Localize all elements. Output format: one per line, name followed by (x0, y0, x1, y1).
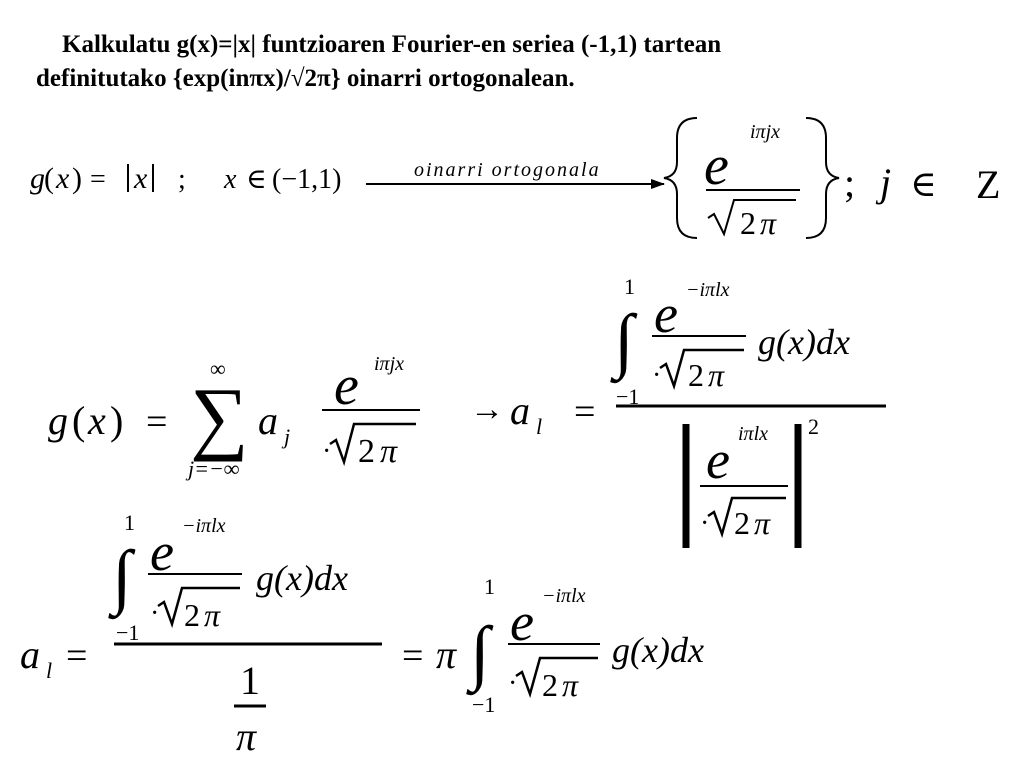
series-root-sign (329, 422, 416, 467)
final-root-sign (515, 656, 598, 699)
num-integral-upper: 1 (624, 274, 635, 299)
orthogonal-basis-arrow: oinarri ortogonala (366, 159, 665, 189)
problem-statement: Kalkulatu g(x)=|x| funtzioaren Fourier-e… (36, 28, 996, 96)
implies-arrow: → (470, 391, 504, 428)
element-of-sign-2: ∈ (910, 164, 937, 204)
series-paren-open: ( (72, 398, 85, 443)
num-integral-lower: −1 (616, 384, 639, 409)
x-symbol: x (55, 162, 70, 195)
problem-statement-line-2: definitutako {exp(inπx)/√2π} oinarri ort… (36, 65, 575, 92)
coef-equals: = (574, 391, 595, 433)
coefficient-simplification: a l = 1 ∫ −1 e −iπlx · 2 π g(x)dx 1 π = … (20, 510, 704, 759)
brace-right (805, 117, 840, 239)
res-exponent: −iπlx (182, 515, 226, 537)
num-dot: · (652, 360, 661, 391)
basis-pi: π (760, 205, 777, 241)
result-equals: = (66, 635, 87, 677)
element-of-sign: ∈ (246, 164, 267, 195)
equals-sign: = (90, 164, 106, 195)
series-pi: π (380, 433, 398, 470)
abs-x-symbol: x (133, 162, 148, 195)
final-pi: π (562, 667, 579, 703)
paren-close: ) (72, 162, 82, 195)
num-root-sign (659, 348, 744, 391)
final-e: e (510, 592, 534, 652)
sum-lower-limit: j=−∞ (185, 456, 240, 481)
res-pi: π (204, 597, 221, 633)
res-root-sign (157, 586, 240, 629)
final-exponent: −iπlx (542, 585, 586, 607)
res-den-one: 1 (240, 658, 260, 703)
basis-set: e iπjx 2 π ; j ∈ Z (663, 117, 1000, 241)
res-integral-sign: ∫ (108, 536, 136, 620)
num-exponent: −iπlx (686, 279, 730, 301)
sum-upper-limit: ∞ (210, 356, 226, 381)
series-exponent: iπjx (374, 353, 404, 375)
series-dot: · (322, 436, 331, 467)
res-integral-lower: −1 (116, 620, 139, 645)
series-x-symbol: x (87, 398, 106, 443)
final-integral-lower: −1 (472, 692, 495, 717)
series-g-symbol: g (48, 398, 68, 443)
final-dot: · (508, 668, 517, 699)
domain-interval: (−1,1) (272, 164, 341, 195)
coefficient-definition: → a l = 1 ∫ −1 e −iπlx · 2 π g(x)dx e iπ… (470, 274, 886, 548)
res-e: e (150, 522, 174, 582)
final-integral-upper: 1 (484, 574, 495, 599)
fourier-series-expansion: g ( x ) = ∞ ∑ j=−∞ a j e iπjx · 2 π (48, 353, 420, 481)
res-integral-upper: 1 (124, 510, 135, 535)
semicolon-2: ; (844, 160, 855, 205)
result-a-subscript: l (46, 658, 52, 683)
basis-e: e (704, 135, 729, 197)
integers-symbol: Z (976, 162, 1000, 207)
result-a: a (20, 632, 40, 677)
function-definition: g ( x ) = x ; x ∈ (−1,1) (30, 162, 341, 195)
den-two: 2 (734, 505, 750, 541)
brace-left (663, 117, 698, 239)
coefficient-a-subscript: j (281, 424, 290, 449)
final-equals: = (402, 635, 423, 677)
den-pi: π (754, 505, 771, 541)
g-symbol: g (30, 162, 45, 195)
res-den-pi: π (236, 714, 257, 759)
final-integrand-gxdx: g(x)dx (612, 630, 704, 670)
semicolon: ; (178, 164, 186, 195)
paren-open: ( (44, 162, 54, 195)
res-two: 2 (184, 597, 200, 633)
num-e: e (654, 284, 678, 344)
summation-sign: ∑ (190, 371, 248, 462)
final-two: 2 (542, 667, 558, 703)
coefficient-a: a (258, 398, 278, 443)
final-pi-factor: π (436, 632, 457, 677)
j-symbol: j (875, 160, 891, 205)
den-exponent: iπlx (738, 423, 768, 445)
series-e: e (334, 355, 359, 417)
coef-a: a (510, 388, 530, 433)
basis-exponent: iπjx (750, 121, 780, 143)
norm-squared-exponent: 2 (808, 414, 819, 439)
num-integral-sign: ∫ (610, 300, 638, 384)
den-root-sign (707, 496, 786, 539)
num-two: 2 (688, 357, 704, 393)
basis-two: 2 (740, 205, 756, 241)
x-domain-symbol: x (223, 164, 237, 195)
den-dot: · (700, 508, 709, 539)
problem-statement-line-1: Kalkulatu g(x)=|x| funtzioaren Fourier-e… (62, 31, 722, 58)
res-integrand-gxdx: g(x)dx (256, 558, 348, 598)
arrow-label: oinarri ortogonala (414, 159, 601, 181)
num-pi: π (708, 357, 725, 393)
series-two: 2 (358, 433, 375, 470)
series-equals: = (146, 401, 167, 443)
final-integral-sign: ∫ (466, 612, 494, 696)
den-e: e (706, 430, 730, 490)
basis-root-sign (707, 199, 796, 237)
num-integrand-gxdx: g(x)dx (758, 322, 850, 362)
res-dot: · (150, 598, 159, 629)
coef-a-subscript: l (536, 414, 542, 439)
series-paren-close: ) (110, 398, 123, 443)
